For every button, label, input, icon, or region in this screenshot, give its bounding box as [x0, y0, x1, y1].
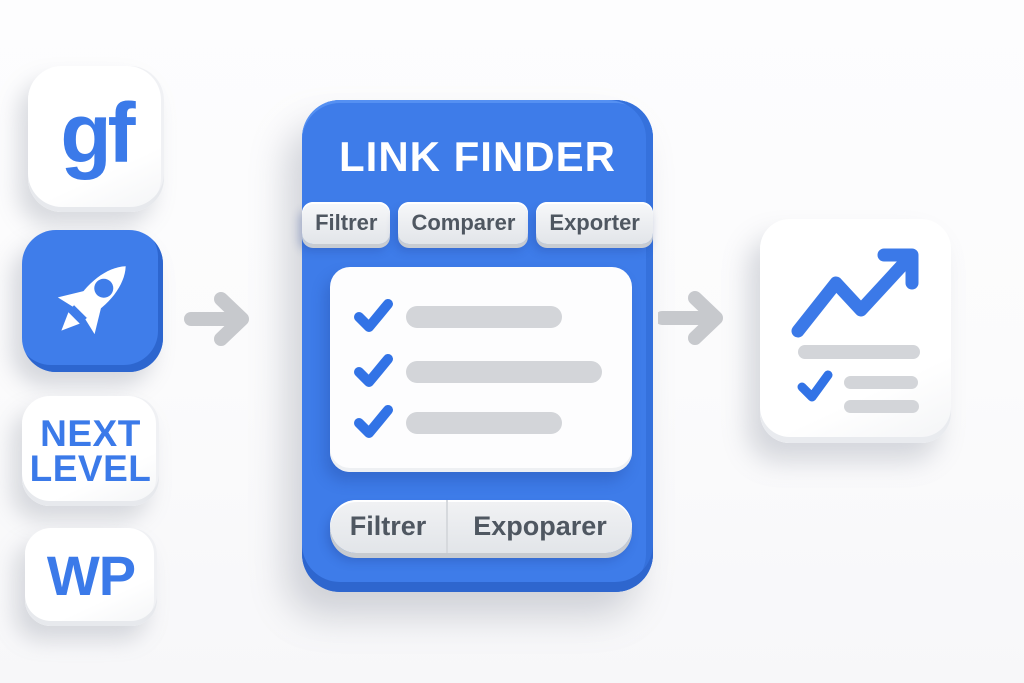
checkmark-icon: [354, 354, 393, 387]
checklist-panel: [330, 267, 632, 472]
next-level-app-tile: NEXT LEVEL: [22, 396, 159, 506]
placeholder-text-bar: [844, 400, 919, 413]
card-title: LINK FINDER: [339, 133, 616, 180]
right-arrow-icon: [183, 288, 263, 350]
placeholder-text-bar: [406, 306, 562, 328]
checkmark-icon: [797, 370, 833, 402]
rocket-app-tile: [22, 230, 163, 372]
next-level-logo-text: NEXT LEVEL: [29, 412, 152, 489]
checkmark-icon: [354, 299, 393, 332]
results-report-card: [760, 219, 951, 443]
gf-app-tile: gf: [28, 66, 164, 212]
placeholder-text-bar: [844, 376, 918, 389]
comparer-button[interactable]: Comparer: [398, 202, 529, 244]
checklist-item: [330, 297, 632, 335]
placeholder-text-bar: [406, 361, 602, 383]
checklist-item: [330, 352, 632, 390]
link-finder-card: LINK FINDER Filtrer Comparer Exporter: [302, 100, 653, 592]
next-level-line1: NEXT: [40, 412, 141, 454]
filtrer-button[interactable]: Filtrer: [302, 202, 391, 244]
placeholder-text-bar: [406, 412, 562, 434]
checkmark-icon: [354, 405, 393, 438]
right-arrow-icon: [658, 287, 736, 349]
footer-button-group: Filtrer Expoparer: [330, 500, 632, 553]
wp-logo-text: WP: [46, 543, 136, 607]
checklist-item: [330, 403, 632, 441]
trending-up-chart-icon: [760, 219, 951, 443]
exporter-button[interactable]: Exporter: [536, 202, 653, 244]
footer-filtrer-button[interactable]: Filtrer: [349, 511, 427, 541]
next-level-line2: LEVEL: [29, 448, 152, 489]
footer-expoparer-button[interactable]: Expoparer: [446, 500, 632, 553]
gf-logo-text: gf: [60, 85, 135, 180]
wp-app-tile: WP: [25, 528, 157, 626]
rocket-icon: [45, 251, 141, 352]
action-tabs: Filtrer Comparer Exporter: [302, 202, 653, 244]
placeholder-text-bar: [798, 345, 920, 359]
